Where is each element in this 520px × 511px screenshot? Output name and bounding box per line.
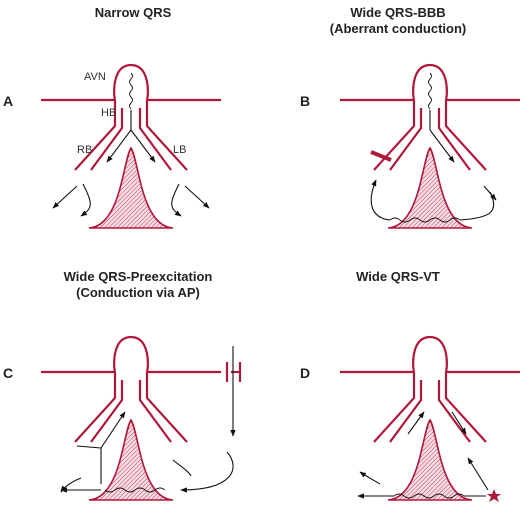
conduction-system (41, 335, 242, 501)
label-rb: RB (77, 144, 92, 156)
panel-d: Wide QRS-VT D (300, 269, 520, 502)
panel-title: Wide QRS-VT (356, 269, 440, 284)
panel-title: Wide QRS-Preexcitation (64, 269, 213, 284)
panel-b: Wide QRS-BBB (Aberrant conduction) B (300, 5, 520, 230)
conduction-system (338, 335, 520, 502)
label-lb: LB (173, 144, 186, 156)
label-hb: HB (101, 107, 116, 119)
panel-a: Narrow QRS A AVN HB RB LB (3, 5, 223, 230)
panel-title: Narrow QRS (95, 5, 172, 20)
panel-letter: D (300, 365, 310, 381)
panel-letter: A (3, 93, 13, 109)
panel-title: Wide QRS-BBB (350, 5, 445, 20)
panel-letter: C (3, 365, 13, 381)
panel-subtitle: (Conduction via AP) (76, 285, 200, 300)
panel-subtitle: (Aberrant conduction) (330, 21, 467, 36)
ectopic-focus-icon (487, 489, 501, 502)
conduction-system (39, 63, 223, 230)
panel-letter: B (300, 93, 310, 109)
conduction-system (338, 63, 520, 230)
label-avn: AVN (84, 71, 106, 83)
panel-c: Wide QRS-Preexcitation (Conduction via A… (3, 269, 242, 501)
